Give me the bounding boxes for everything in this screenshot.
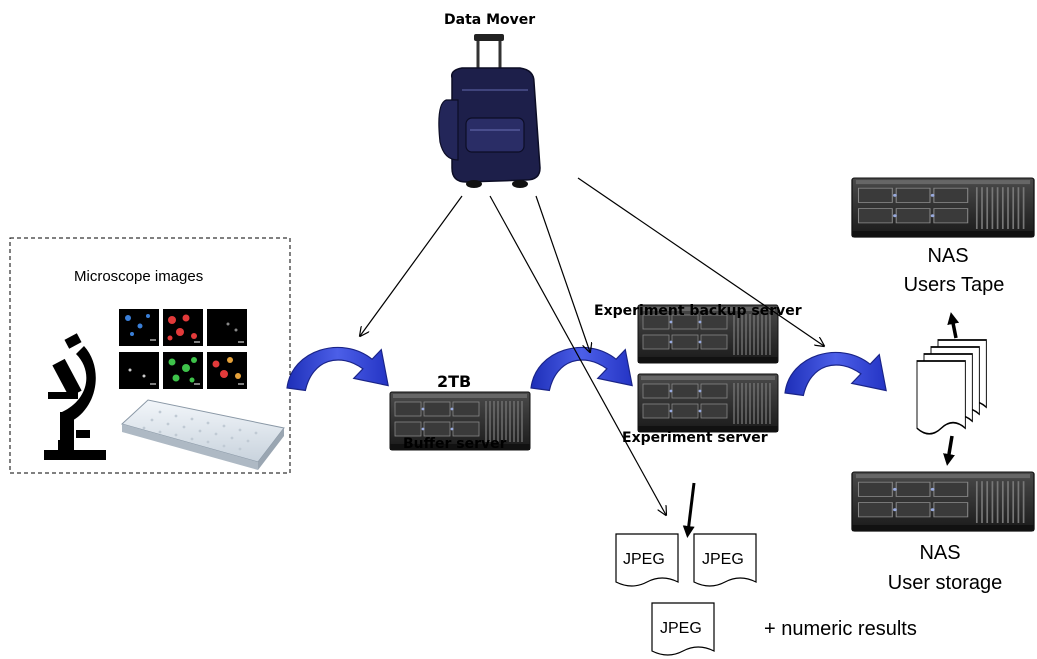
- buffer-capacity-label: 2TB: [437, 372, 472, 391]
- document-stack-icon: [916, 339, 988, 435]
- arrow-mover-to-nas: [577, 177, 824, 346]
- nas-users-tape-server-icon: [851, 177, 1035, 239]
- jpeg-label-3: JPEG: [660, 620, 702, 637]
- arrow-mover-to-buffer: [360, 195, 463, 336]
- buffer-server-label: Buffer server: [403, 436, 507, 452]
- arrow-to-jpeg-results: [682, 482, 696, 538]
- experiment-server-icon: [637, 373, 779, 433]
- microscope-images-label: Microscope images: [74, 268, 204, 285]
- experiment-server-label: Experiment server: [622, 430, 768, 446]
- flow-arrow-to-experiment: [530, 346, 633, 391]
- microscope-thumbnails: [119, 309, 247, 389]
- jpeg-label-1: JPEG: [623, 551, 665, 568]
- nas-bottom-label-line2: User storage: [887, 572, 1003, 594]
- flow-arrow-to-nas: [784, 351, 887, 396]
- nas-top-label-line2: Users Tape: [903, 274, 1005, 296]
- jpeg-label-2: JPEG: [702, 551, 744, 568]
- experiment-backup-server-label: Experiment backup server: [594, 303, 802, 319]
- flow-arrow-to-buffer: [286, 346, 389, 391]
- arrow-to-user-storage: [943, 435, 955, 466]
- nas-top-label-line1: NAS: [927, 245, 969, 267]
- numeric-results-label: + numeric results: [764, 618, 917, 640]
- data-mover-label: Data Mover: [444, 12, 536, 28]
- nas-user-storage-server-icon: [851, 471, 1035, 533]
- arrow-mover-to-experiment: [535, 195, 590, 352]
- arrow-mover-to-jpeg: [489, 195, 666, 515]
- nas-bottom-label-line1: NAS: [919, 542, 961, 564]
- microscope-icon: [44, 333, 106, 460]
- well-plate-icon: [121, 399, 285, 470]
- backpack-icon: [438, 34, 541, 188]
- arrow-to-users-tape: [947, 312, 960, 339]
- microscope-images-box: [9, 237, 291, 474]
